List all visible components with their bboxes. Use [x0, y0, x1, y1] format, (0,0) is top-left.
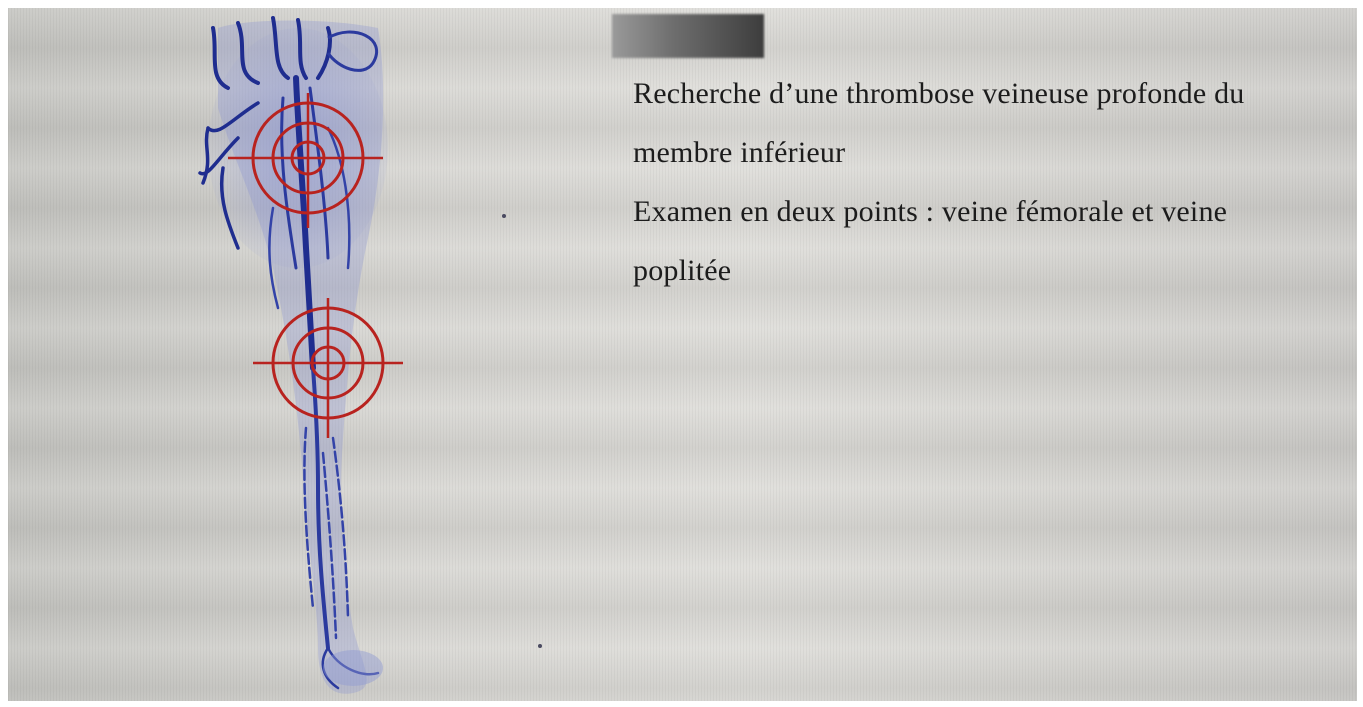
redacted-logo-block: [612, 14, 764, 58]
crosshair-target-icon: [253, 298, 403, 438]
slide-body-line: poplitée: [633, 241, 1353, 300]
slide-title-line: membre inférieur: [633, 123, 1353, 182]
slide-body-line: Examen en deux points : veine fémorale e…: [633, 182, 1353, 241]
leg-venous-system-icon: [178, 8, 438, 701]
slide-text-block: Recherche d’une thrombose veineuse profo…: [633, 64, 1353, 300]
dust-speck: [502, 214, 506, 218]
slide-title-line: Recherche d’une thrombose veineuse profo…: [633, 64, 1353, 123]
slide-photo: Recherche d’une thrombose veineuse profo…: [8, 8, 1357, 701]
dust-speck: [538, 644, 542, 648]
